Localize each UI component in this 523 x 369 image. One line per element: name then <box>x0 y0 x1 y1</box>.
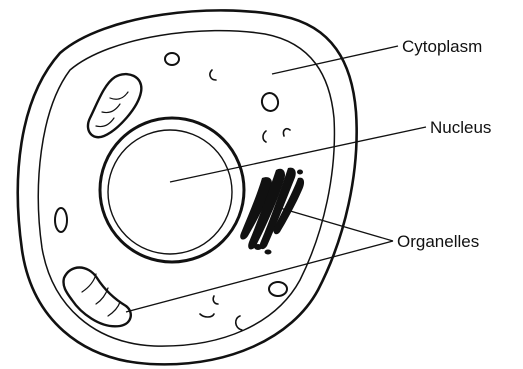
cytoplasm-leader-line <box>272 46 398 74</box>
organelles-leader-line-golgi <box>280 208 393 241</box>
vesicles <box>55 53 290 330</box>
label-cytoplasm: Cytoplasm <box>402 37 482 56</box>
cell-membrane <box>18 10 357 364</box>
mitochondrion-lower <box>63 268 130 327</box>
label-organelles: Organelles <box>397 232 479 251</box>
golgi-apparatus <box>240 168 304 255</box>
nucleus <box>100 118 244 262</box>
label-nucleus: Nucleus <box>430 118 491 137</box>
organelles-leader-line-mitochondrion <box>126 241 393 312</box>
